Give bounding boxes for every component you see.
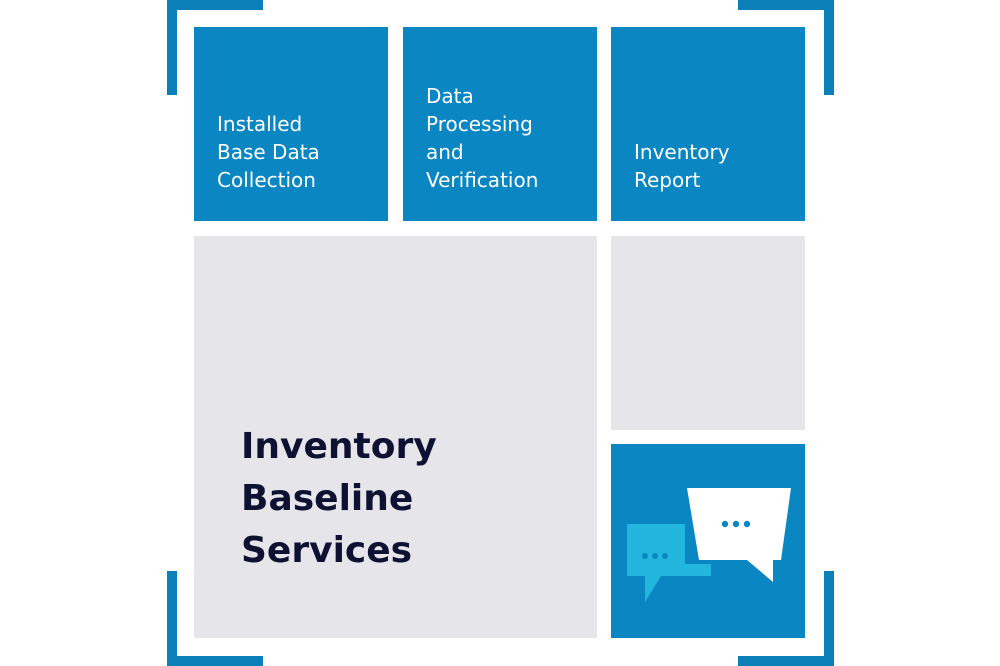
chat-bubbles-icon — [627, 488, 791, 602]
tile-inventory-report: Inventory Report — [611, 27, 805, 221]
main-title: Inventory Baseline Services — [241, 426, 437, 571]
tile-label-data-processing: Data Processing and Verification — [426, 84, 539, 192]
white-bubble-dot-3 — [743, 520, 751, 528]
tile-inventory-baseline-services: Inventory Baseline Services — [194, 236, 597, 638]
cyan-bubble-dot-3 — [662, 553, 668, 559]
tile-label-installed-base: Installed Base Data Collection — [217, 112, 320, 192]
corner-bracket-top-left — [167, 0, 263, 95]
tile-label-inventory-report: Inventory Report — [634, 140, 730, 192]
white-bubble-dot-2 — [732, 520, 740, 528]
corner-bracket-bottom-right — [738, 571, 834, 666]
cyan-bubble-dot-2 — [652, 553, 658, 559]
tile-installed-base-data-collection: Installed Base Data Collection — [194, 27, 388, 221]
corner-bracket-bottom-left — [167, 571, 263, 666]
tile-chat — [611, 444, 805, 638]
cyan-bubble-dot-1 — [642, 553, 648, 559]
corner-bracket-top-right — [738, 0, 834, 95]
cyan-speech-bubble — [627, 524, 711, 602]
tile-data-processing-verification: Data Processing and Verification — [403, 27, 597, 221]
tile-gray-empty — [611, 236, 805, 430]
white-bubble-dot-1 — [721, 520, 729, 528]
white-speech-bubble — [687, 488, 791, 582]
